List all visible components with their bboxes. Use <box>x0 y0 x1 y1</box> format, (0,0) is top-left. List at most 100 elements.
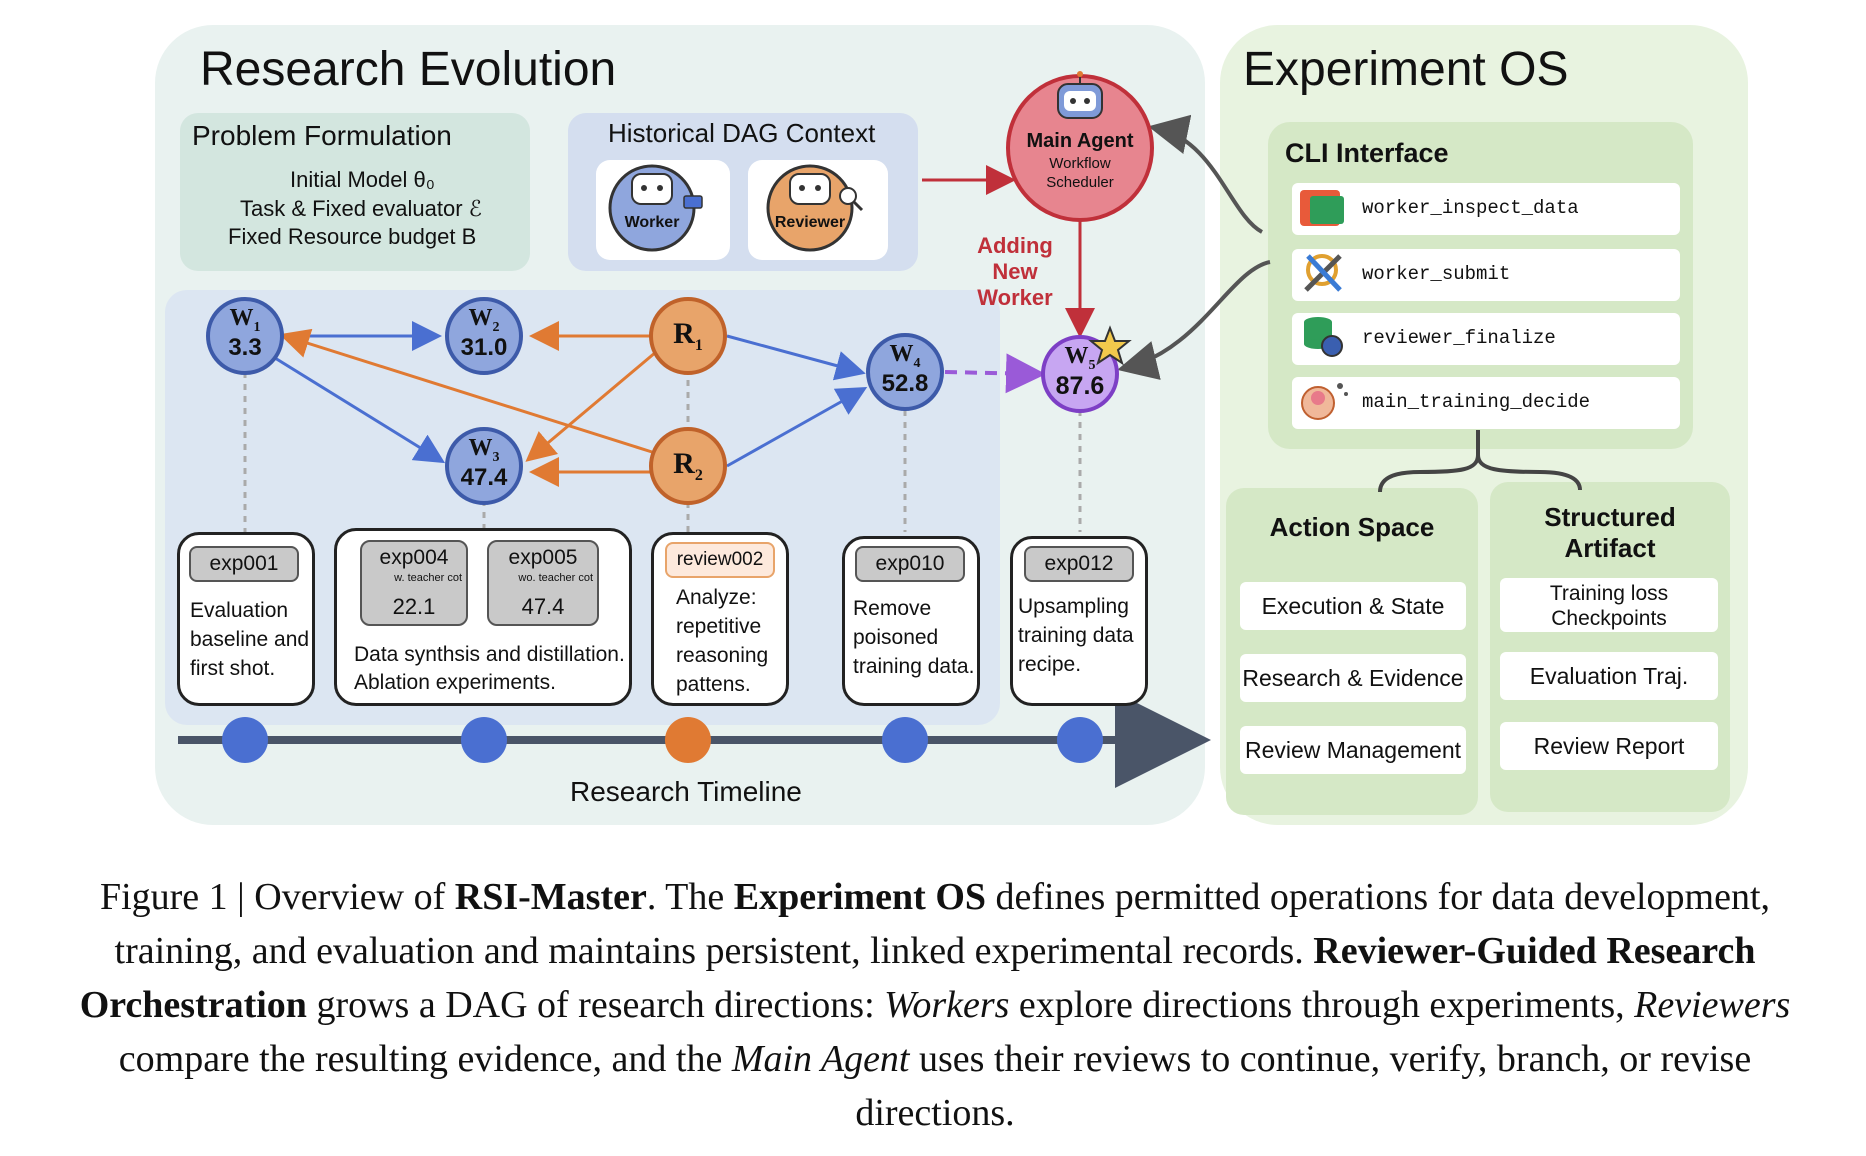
card-exp004-005-text2: Ablation experiments. <box>354 671 556 694</box>
caption-rsi-master: RSI-Master <box>454 876 647 918</box>
tag-exp010: exp010 <box>855 546 965 582</box>
caption-main-agent: Main Agent <box>731 1038 910 1080</box>
node-w2-label: W2 <box>468 305 500 335</box>
timeline-point-exp012 <box>1057 717 1103 763</box>
artifact-training-loss[interactable]: Training loss Checkpoints <box>1500 578 1718 632</box>
node-w4 <box>866 333 944 411</box>
action-space-title: Action Space <box>1269 512 1435 542</box>
reviewer-avatar-label: Reviewer <box>774 214 846 231</box>
tag-exp005: exp005 <box>508 546 578 569</box>
structured-artifact-title-2: Artifact <box>1564 533 1656 563</box>
main-agent-title: Main Agent <box>1026 130 1134 152</box>
node-w5-label: W5 <box>1064 343 1096 373</box>
node-r2-label: R2 <box>673 447 703 484</box>
card-exp012-text: Upsampling training data recipe. <box>1018 595 1134 676</box>
card-exp010-text: Remove poisoned training data. <box>853 597 975 678</box>
star-icon <box>1088 325 1132 366</box>
value-exp004: 22.1 <box>392 594 436 619</box>
card-review002-text: Analyze: repetitive reasoning pattens. <box>676 586 769 696</box>
caption-text-3: grows a DAG of research directions: <box>306 984 885 1026</box>
historical-dag-title: Historical DAG Context <box>608 118 876 148</box>
artifact-evaluation-traj[interactable]: Evaluation Traj. <box>1500 652 1718 700</box>
worker-edges <box>274 321 868 468</box>
structured-artifact-title-1: Structured <box>1544 502 1676 532</box>
cli-item-worker-submit[interactable]: worker_submit <box>1292 249 1680 301</box>
action-research-evidence[interactable]: Research & Evidence <box>1240 654 1466 702</box>
node-w3-score: 47.4 <box>460 464 508 491</box>
node-w4-score: 52.8 <box>881 370 929 397</box>
cli-interface-title: CLI Interface <box>1285 138 1449 168</box>
timeline-point-review002 <box>665 717 711 763</box>
worker-avatar-label: Worker <box>624 214 680 231</box>
reviewer-robot-icon <box>766 164 864 252</box>
problem-formulation-box <box>180 113 530 271</box>
tag-exp004: exp004 <box>379 546 449 569</box>
tag-review002: review002 <box>665 542 775 578</box>
figure-caption: Figure 1 | Overview of RSI-Master. The E… <box>45 870 1825 1140</box>
card-exp004-005-text1: Data synthsis and distillation. <box>354 643 625 666</box>
cli-item-label: main_training_decide <box>1362 391 1591 413</box>
w4-w5-edge <box>944 353 1046 394</box>
node-w3 <box>445 427 523 505</box>
card-exp005[interactable] <box>487 540 599 626</box>
node-w1 <box>206 297 284 375</box>
problem-formulation-title: Problem Formulation <box>192 120 452 151</box>
caption-prefix: Figure 1 | Overview of <box>99 876 455 918</box>
artifact-review-report[interactable]: Review Report <box>1500 722 1718 770</box>
caption-text-4: explore directions through experiments, <box>1009 984 1635 1026</box>
main-agent-sub2: Scheduler <box>1046 174 1114 191</box>
cli-to-main-agent-arrow <box>1148 114 1264 234</box>
cli-to-w5-arrow <box>1117 260 1271 380</box>
caption-text-2: defines permitted operations for data de… <box>114 876 1771 972</box>
note-exp004: w. teacher cot <box>394 572 462 584</box>
node-r1-label: R1 <box>673 317 703 354</box>
research-timeline-label: Research Timeline <box>570 776 802 807</box>
card-exp001-text: Evaluation baseline and first shot. <box>190 599 310 680</box>
experiment-os-title: Experiment OS <box>1243 43 1569 96</box>
caption-orchestration: Reviewer-Guided Research Orchestration <box>79 930 1756 1026</box>
tools-icon <box>1304 254 1342 292</box>
artifact-training-loss-line1: Training loss <box>1549 582 1669 605</box>
action-review-management[interactable]: Review Management <box>1240 726 1466 774</box>
main-agent-robot-icon <box>1057 71 1103 119</box>
folder-icon <box>1300 190 1344 226</box>
artifact-training-loss-line2: Checkpoints <box>1551 607 1667 630</box>
node-r2 <box>649 427 727 505</box>
node-w2 <box>445 297 523 375</box>
adding-worker-line2: New <box>992 259 1038 284</box>
database-icon <box>1304 317 1343 357</box>
timeline-points <box>222 717 1103 763</box>
node-w5 <box>1041 335 1119 413</box>
timeline-point-exp004-005 <box>461 717 507 763</box>
adding-worker-line3: Worker <box>977 285 1053 310</box>
node-w4-label: W4 <box>889 341 921 371</box>
dag-nodes <box>206 297 1119 505</box>
main-agent-sub1: Workflow <box>1049 155 1111 172</box>
card-exp004[interactable] <box>360 540 468 626</box>
adding-worker-line1: Adding <box>977 233 1053 258</box>
task-evaluator-line: Task & Fixed evaluator ℰ <box>240 196 482 221</box>
cli-branch-arrows <box>1378 430 1582 493</box>
cli-item-reviewer-finalize[interactable]: reviewer_finalize <box>1292 313 1680 365</box>
node-w5-score: 87.6 <box>1055 372 1105 400</box>
value-exp005: 47.4 <box>521 594 565 619</box>
cli-item-worker-inspect-data[interactable]: worker_inspect_data <box>1292 183 1680 235</box>
caption-text-1: . The <box>646 876 734 918</box>
node-w3-label: W3 <box>468 435 500 465</box>
tag-exp001: exp001 <box>189 546 299 582</box>
action-execution-state[interactable]: Execution & State <box>1240 582 1466 630</box>
timeline-point-exp010 <box>882 717 928 763</box>
worker-robot-icon <box>608 164 703 252</box>
caption-experiment-os: Experiment OS <box>733 876 987 918</box>
note-exp005: wo. teacher cot <box>518 572 593 584</box>
cli-item-label: worker_submit <box>1362 263 1511 285</box>
initial-model-line: Initial Model θ₀ <box>290 167 435 192</box>
node-w1-label: W1 <box>229 305 261 335</box>
caption-text-5: compare the resulting evidence, and the <box>118 1038 732 1080</box>
brain-icon <box>1301 383 1348 420</box>
resource-budget-line: Fixed Resource budget B <box>228 224 477 249</box>
cli-item-main-training-decide[interactable]: main_training_decide <box>1292 377 1680 429</box>
reviewer-edges <box>279 321 657 487</box>
caption-reviewers: Reviewers <box>1634 984 1791 1026</box>
